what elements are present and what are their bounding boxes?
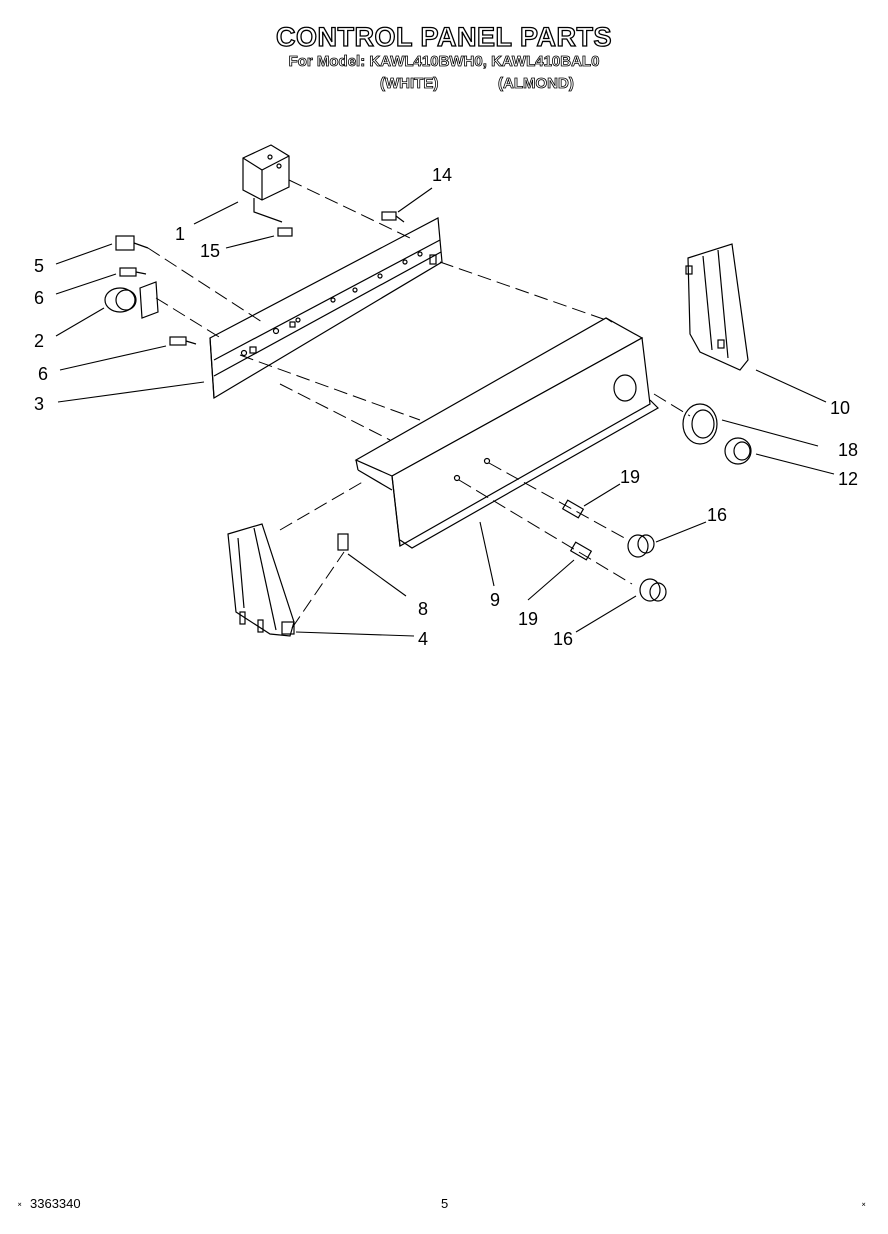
callout-6-lower: 6 <box>38 364 48 384</box>
part-2-pressure-switch <box>104 281 159 319</box>
part-9-console-panel <box>354 317 659 549</box>
page-number: 5 <box>441 1196 449 1211</box>
part-16-knob-lower <box>639 578 667 602</box>
callout-16-upper: 16 <box>707 505 727 525</box>
part-8-screw <box>337 533 349 551</box>
part-19-spring-lower <box>569 541 593 561</box>
part-1-bracket <box>242 144 290 223</box>
callout-18: 18 <box>838 440 858 460</box>
part-15-screw <box>277 227 293 237</box>
part-19-spring-upper <box>561 499 585 519</box>
corner-mark-left: ˟ <box>18 1202 22 1213</box>
alignment-lines <box>147 179 691 629</box>
variant-almond-label: (ALMOND) <box>498 75 575 93</box>
callout-labels: 1 2 3 4 5 6 6 8 9 10 12 14 15 16 16 18 1… <box>34 165 858 649</box>
leader-lines <box>55 187 835 637</box>
part-4-left-end-cap <box>227 523 295 637</box>
part-10-right-end-cap <box>685 243 749 371</box>
callout-10: 10 <box>830 398 850 418</box>
variant-white-label: (WHITE) <box>380 75 439 93</box>
part-16-knob-upper <box>627 534 655 558</box>
callout-19-lower: 19 <box>518 609 538 629</box>
callout-19-upper: 19 <box>620 467 640 487</box>
callout-16-lower: 16 <box>553 629 573 649</box>
callout-1: 1 <box>175 224 185 244</box>
document-number: 3363340 <box>30 1196 81 1211</box>
corner-mark-right: ˟ <box>862 1202 866 1213</box>
callout-6-upper: 6 <box>34 288 44 308</box>
callout-3: 3 <box>34 394 44 414</box>
callout-14: 14 <box>432 165 452 185</box>
part-12-knob <box>724 437 752 465</box>
part-5-switch <box>115 235 149 251</box>
model-subtitle: For Model: KAWL410BWH0, KAWL410BAL0 <box>288 53 600 71</box>
page-title: CONTROL PANEL PARTS <box>275 21 613 52</box>
callout-5: 5 <box>34 256 44 276</box>
callout-4: 4 <box>418 629 428 649</box>
callout-2: 2 <box>34 331 44 351</box>
callout-8: 8 <box>418 599 428 619</box>
part-6-screw-lower <box>169 336 197 346</box>
part-6-screw-upper <box>119 267 147 277</box>
callout-15: 15 <box>200 241 220 261</box>
callout-9: 9 <box>490 590 500 610</box>
part-18-ring <box>682 403 718 445</box>
callout-12: 12 <box>838 469 858 489</box>
part-3-console-bracket <box>209 217 443 400</box>
part-14-screw <box>381 211 405 223</box>
